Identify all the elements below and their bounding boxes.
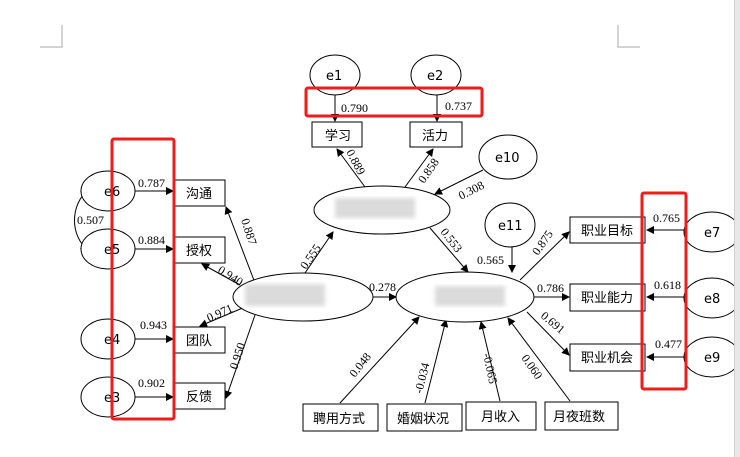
error-e10: e10 <box>495 151 520 166</box>
coef-left-to-right: 0.278 <box>369 280 396 294</box>
coef-e1-study: 0.790 <box>341 101 368 115</box>
indicator-vitality: 活力 <box>422 129 448 144</box>
coef-night-shifts: 0.060 <box>519 352 546 382</box>
error-e11: e11 <box>498 219 523 234</box>
error-e1: e1 <box>326 69 342 84</box>
indicator-team: 团队 <box>186 334 212 349</box>
error-e7: e7 <box>704 226 720 241</box>
coef-top-to-right: 0.553 <box>438 225 466 255</box>
highlight-left <box>110 137 176 421</box>
coef-left-to-top: 0.555 <box>297 242 324 272</box>
latent-top <box>313 185 451 235</box>
coef-employment: 0.048 <box>346 350 374 380</box>
coef-career-opportunity: 0.691 <box>538 309 568 337</box>
coef-e7: 0.765 <box>653 211 680 225</box>
covariate-employment: 聘用方式 <box>313 411 365 427</box>
coef-e3: 0.902 <box>138 376 165 390</box>
indicator-career-opportunity: 职业机会 <box>581 351 633 366</box>
highlight-top <box>304 86 484 118</box>
coef-e8: 0.618 <box>654 278 681 292</box>
path-arrows <box>74 95 685 404</box>
latent-left <box>232 272 374 322</box>
coef-empowerment: 0.940 <box>215 263 245 289</box>
indicator-empowerment: 授权 <box>186 243 212 259</box>
coef-e11: 0.565 <box>477 253 504 267</box>
error-terms: e1 e2 e10 e11 e6 e5 e4 e3 e7 e8 e9 <box>80 54 740 418</box>
error-e8: e8 <box>704 292 720 307</box>
coef-vitality: 0.858 <box>415 156 442 186</box>
coef-e9: 0.477 <box>655 337 682 351</box>
vertical-scrollbar[interactable] <box>734 0 740 457</box>
indicators: 学习 活力 沟通 授权 团队 反馈 职业目标 职业能力 职业机会 聘用方式 婚姻… <box>174 121 646 432</box>
coef-feedback: 0.950 <box>227 341 249 371</box>
error-e2: e2 <box>427 69 443 84</box>
covariate-marital: 婚姻状况 <box>397 412 449 427</box>
covariate-income: 月收入 <box>481 410 520 425</box>
indicator-career-ability: 职业能力 <box>581 291 633 306</box>
coef-e6: 0.787 <box>138 176 165 190</box>
indicator-study: 学习 <box>325 128 351 144</box>
indicator-feedback: 反馈 <box>186 390 212 405</box>
coef-e4: 0.943 <box>140 318 167 332</box>
coef-e5: 0.884 <box>138 233 165 247</box>
coef-e6-e5-covariance: 0.507 <box>77 213 104 227</box>
coef-income: -0.065 <box>480 352 500 385</box>
highlight-right <box>640 191 688 391</box>
indicator-career-goal: 职业目标 <box>581 224 633 239</box>
highlight-boxes <box>110 86 688 421</box>
coef-career-ability: 0.786 <box>537 281 564 295</box>
coef-marital: -0.034 <box>411 361 432 394</box>
coef-team: 0.971 <box>205 301 235 325</box>
covariate-night-shifts: 月夜班数 <box>553 410 605 425</box>
latent-right <box>395 271 535 323</box>
error-e9: e9 <box>704 351 720 366</box>
page-corner-marks <box>40 25 640 48</box>
coef-e2-vitality: 0.737 <box>445 99 472 113</box>
coef-communication: 0.887 <box>238 217 260 247</box>
indicator-communication: 沟通 <box>186 187 212 202</box>
